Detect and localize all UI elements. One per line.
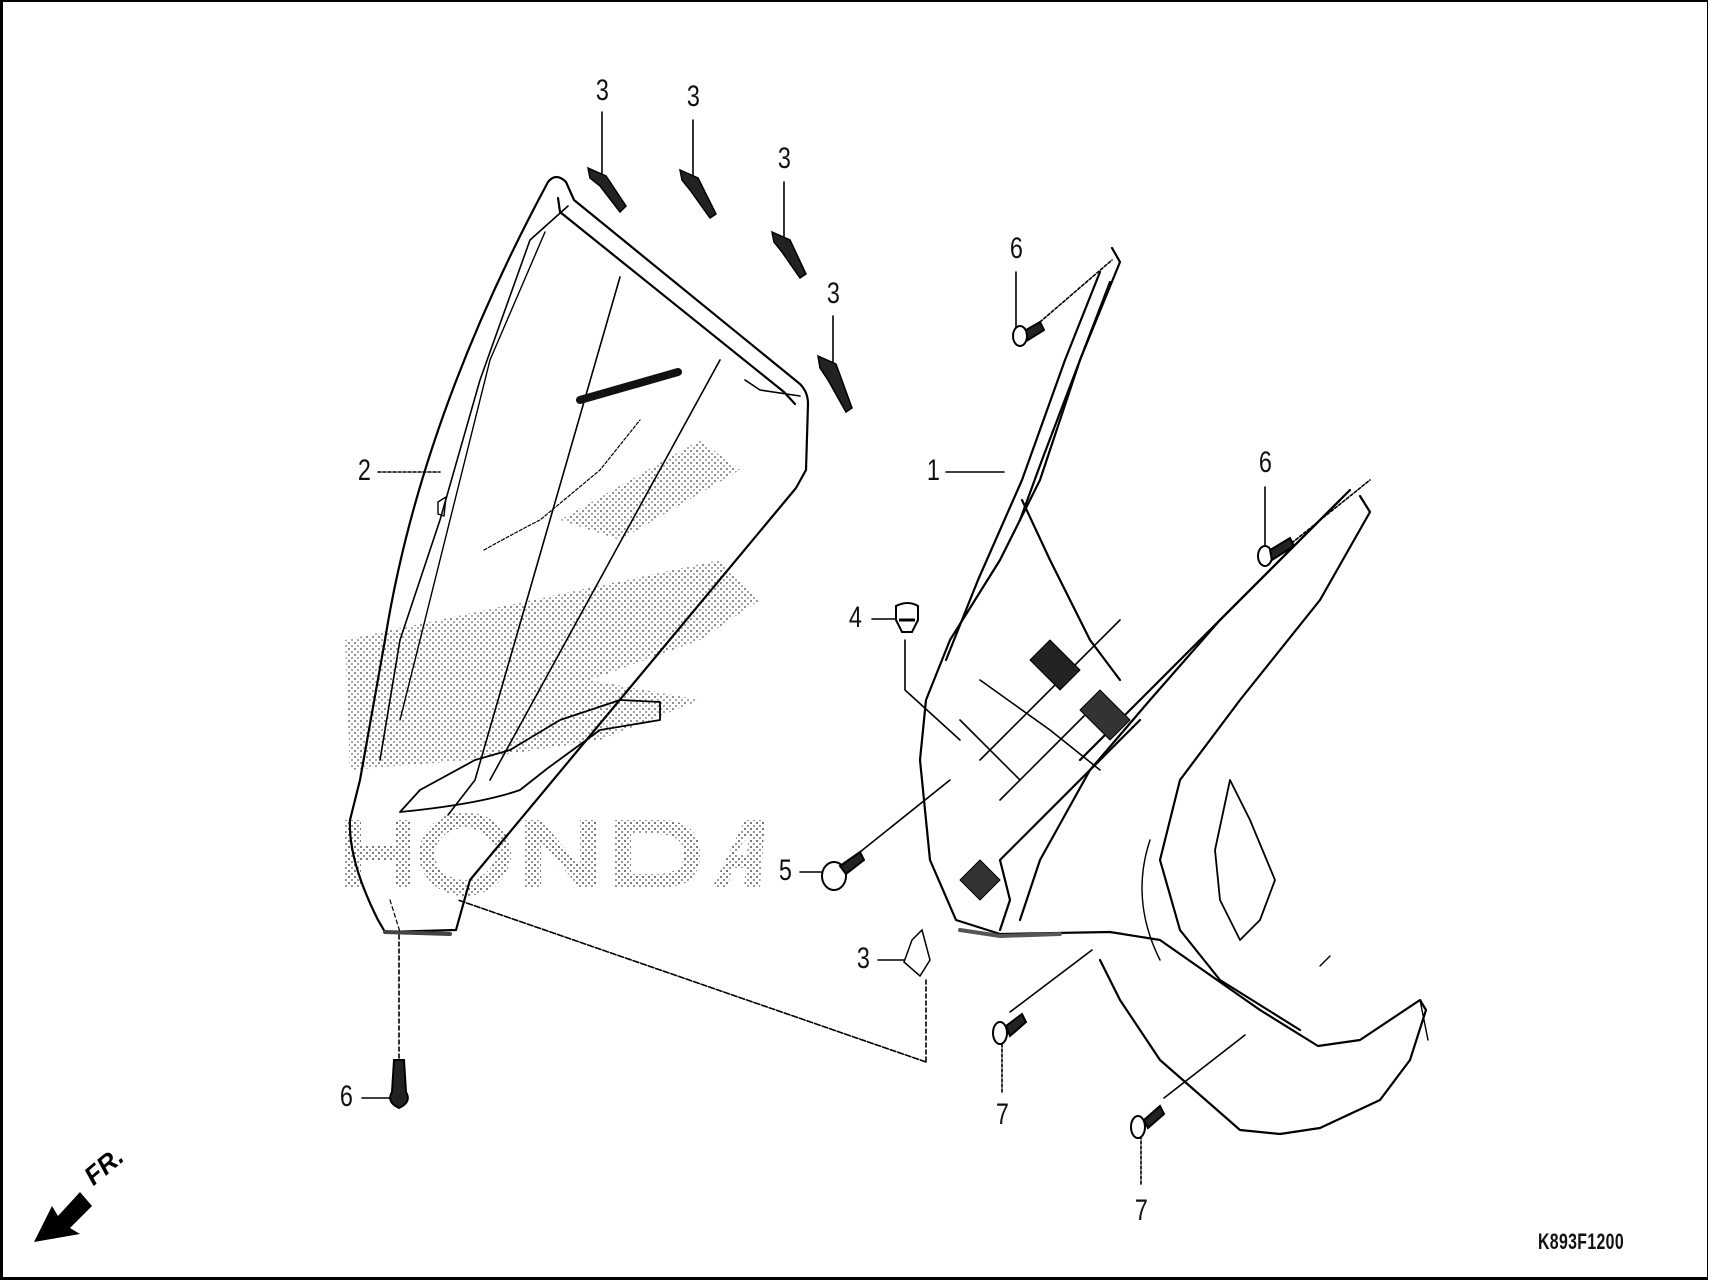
screw-7-left-icon — [992, 1021, 1008, 1045]
fasteners — [389, 320, 1296, 1139]
callout-part-3[interactable]: 3 — [686, 80, 700, 113]
part-2-front-cover — [348, 175, 810, 936]
front-direction-arrow-icon — [34, 1192, 92, 1242]
honda-text-watermark — [345, 812, 765, 896]
part-1-leg-shield — [918, 246, 1429, 1136]
screw-7-right-icon — [1130, 1115, 1146, 1139]
grommet-4-icon — [895, 602, 919, 633]
diagram-code: K893F1200 — [1538, 1229, 1625, 1254]
callout-part-4[interactable]: 4 — [848, 601, 862, 634]
callout-part-6[interactable]: 6 — [339, 1080, 353, 1113]
callout-part-3[interactable]: 3 — [826, 277, 840, 310]
callout-part-7[interactable]: 7 — [1134, 1194, 1148, 1227]
callout-part-3[interactable]: 3 — [777, 142, 791, 175]
trim-clip-5-icon — [821, 861, 847, 891]
callout-part-6[interactable]: 6 — [1258, 446, 1272, 479]
part-3-clip-nuts — [586, 166, 931, 978]
callout-part-7[interactable]: 7 — [995, 1098, 1009, 1131]
leader-lines — [361, 111, 1371, 1187]
screw-6-lower-icon — [389, 1059, 409, 1110]
callout-part-6[interactable]: 6 — [1009, 232, 1023, 265]
callout-part-1[interactable]: 1 — [926, 454, 940, 487]
callout-part-3[interactable]: 3 — [856, 942, 870, 975]
callout-part-3[interactable]: 3 — [595, 74, 609, 107]
screw-6-upper-icon — [1012, 325, 1028, 347]
callout-part-5[interactable]: 5 — [778, 854, 792, 887]
callout-part-2[interactable]: 2 — [357, 454, 371, 487]
